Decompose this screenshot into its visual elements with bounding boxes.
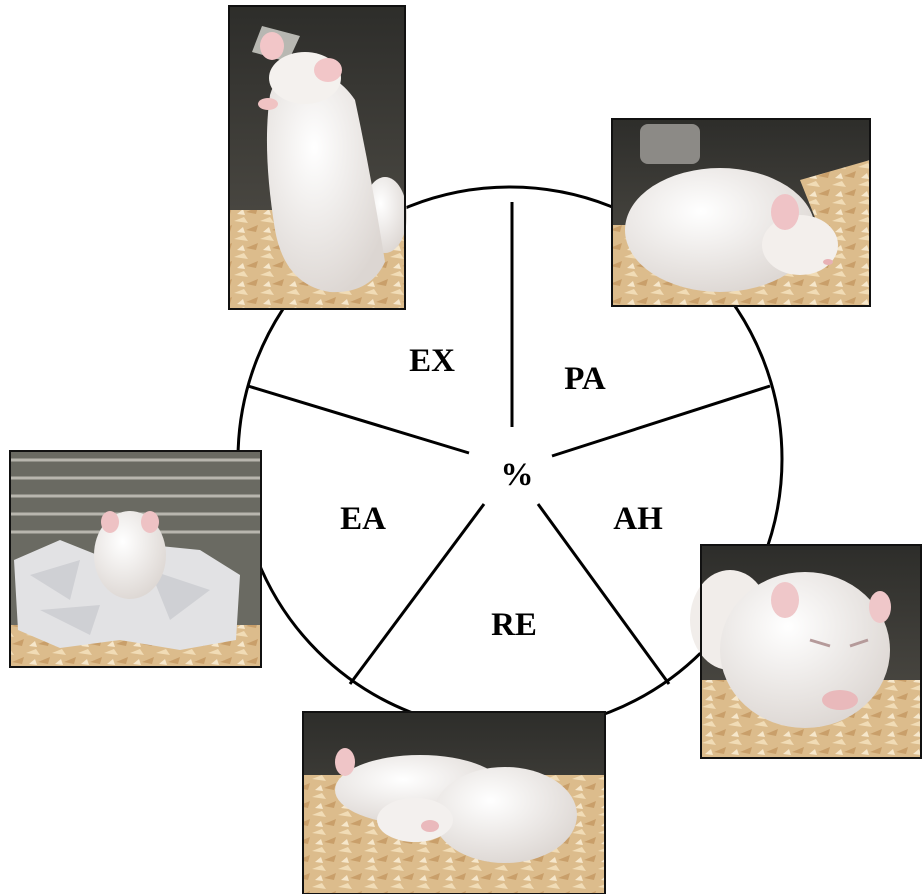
segment-label-re: RE	[491, 607, 537, 643]
segment-label-ex: EX	[409, 343, 455, 379]
segment-label-ah: AH	[613, 501, 663, 537]
segment-label-ea: EA	[340, 501, 386, 537]
photo-re-mice	[303, 712, 605, 894]
photo-ah-mouse	[690, 545, 921, 758]
photo-ex-rearing-mouse	[229, 6, 407, 309]
photo-ea-mouse-paper	[10, 451, 261, 667]
center-label: %	[501, 457, 534, 493]
segment-label-pa: PA	[564, 361, 606, 397]
photo-pa-mouse	[612, 119, 870, 306]
